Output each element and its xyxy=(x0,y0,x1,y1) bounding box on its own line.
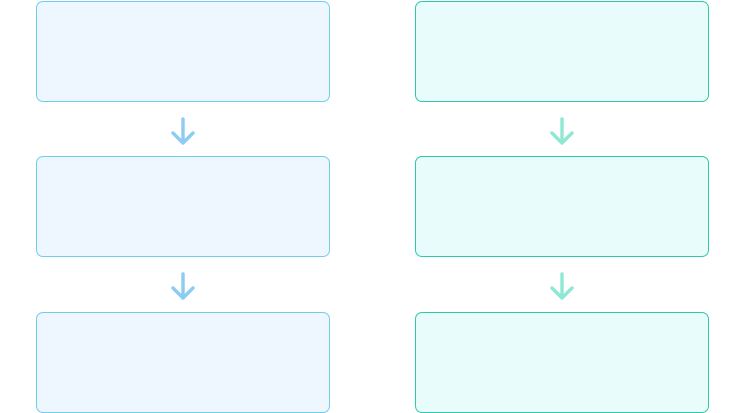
right-step-box-3 xyxy=(415,312,709,413)
arrow-down-icon xyxy=(168,116,198,148)
right-step-box-1 xyxy=(415,1,709,102)
left-step-box-2 xyxy=(36,156,330,257)
arrow-down-icon xyxy=(547,116,577,148)
left-step-box-3 xyxy=(36,312,330,413)
left-step-box-1 xyxy=(36,1,330,102)
arrow-down-icon xyxy=(547,271,577,303)
arrow-down-icon xyxy=(168,271,198,303)
right-step-box-2 xyxy=(415,156,709,257)
